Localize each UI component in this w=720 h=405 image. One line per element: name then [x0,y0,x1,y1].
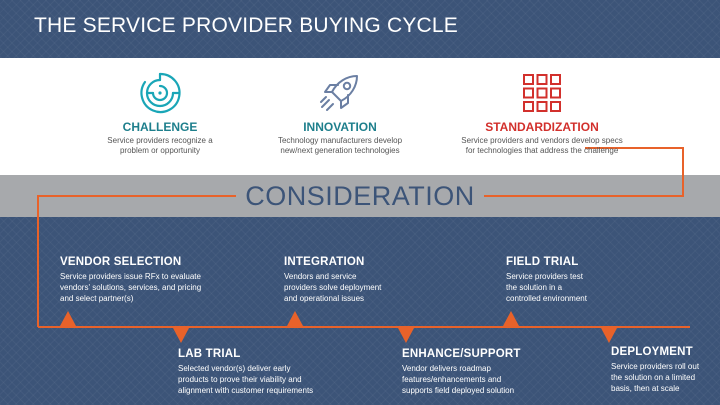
marker-enhance-support [398,328,414,343]
stage-desc-line: vendors' solutions, services, and pricin… [60,283,202,292]
stage-desc: Vendors and service providers solve depl… [284,271,424,304]
phase-title-standardization: STANDARDIZATION [485,120,599,134]
stage-desc-line: and select partner(s) [60,294,134,303]
stage-title: VENDOR SELECTION [60,256,182,268]
stage-desc-line: Service providers test [506,272,583,281]
stage-lab-trial: LAB TRIAL Selected vendor(s) deliver ear… [178,348,368,396]
phase-desc-line: for technologies that address the challe… [465,146,619,155]
grid-icon [523,74,561,112]
phase-standardization: STANDARDIZATION Service providers and ve… [444,70,640,156]
stage-title: FIELD TRIAL [506,256,579,268]
phase-desc-line: new/next generation technologies [280,146,400,155]
phase-desc-standardization: Service providers and vendors develop sp… [444,136,640,156]
stage-title: ENHANCE/SUPPORT [402,348,521,360]
stage-desc-line: alignment with customer requirements [178,386,314,395]
phase-desc-innovation: Technology manufacturers develop new/nex… [258,136,422,156]
stage-desc-line: the solution on a limited [611,373,696,382]
consideration-label: CONSIDERATION [236,177,484,215]
stage-desc-line: supports field deployed solution [402,386,515,395]
stage-integration: INTEGRATION Vendors and service provider… [284,256,424,304]
stage-desc-line: features/enhancements and [402,375,502,384]
stage-desc-line: and operational issues [284,294,365,303]
stage-vendor-selection: VENDOR SELECTION Service providers issue… [60,256,250,304]
phase-title-innovation: INNOVATION [303,120,377,134]
phase-challenge: CHALLENGE Service providers recognize a … [80,70,240,156]
page-title: THE SERVICE PROVIDER BUYING CYCLE [34,14,458,37]
stage-desc-line: Selected vendor(s) deliver early [178,364,291,373]
maze-icon [140,72,181,114]
stage-desc-line: providers solve deployment [284,283,382,292]
stage-desc-line: products to prove their viability and [178,375,302,384]
stage-desc-line: Service providers roll out [611,362,700,371]
marker-vendor-selection [60,311,76,326]
phase-desc-line: Service providers recognize a [107,136,213,145]
stage-desc: Service providers issue RFx to evaluate … [60,271,250,304]
stage-enhance-support: ENHANCE/SUPPORT Vendor delivers roadmap … [402,348,562,396]
stage-title: LAB TRIAL [178,348,241,360]
phase-title-challenge: CHALLENGE [122,120,198,134]
stage-deployment: DEPLOYMENT Service providers roll out th… [611,346,716,394]
stage-desc-line: controlled environment [506,294,587,303]
stage-desc: Service providers roll out the solution … [611,361,716,394]
marker-lab-trial [173,328,189,343]
rocket-icon [320,75,358,111]
stage-desc-line: the solution in a [506,283,563,292]
stage-desc: Selected vendor(s) deliver early product… [178,363,368,396]
marker-deployment [601,328,617,343]
phase-desc-line: Service providers and vendors develop sp… [461,136,623,145]
stage-field-trial: FIELD TRIAL Service providers test the s… [506,256,636,304]
phase-desc-line: Technology manufacturers develop [277,136,403,145]
stage-title: INTEGRATION [284,256,365,268]
phase-desc-line: problem or opportunity [119,146,201,155]
marker-integration [287,311,303,326]
marker-field-trial [503,311,519,326]
phase-innovation: INNOVATION Technology manufacturers deve… [258,70,422,156]
stage-desc-line: Service providers issue RFx to evaluate [60,272,201,281]
phase-desc-challenge: Service providers recognize a problem or… [80,136,240,156]
flow-line-top [484,147,684,197]
stage-desc: Service providers test the solution in a… [506,271,636,304]
flow-line-left [37,195,236,327]
stage-title: DEPLOYMENT [611,346,693,358]
stage-desc: Vendor delivers roadmap features/enhance… [402,363,562,396]
stage-desc-line: Vendor delivers roadmap [402,364,491,373]
stage-desc-line: basis, then at scale [611,384,680,393]
phases-band [0,58,720,175]
stage-desc-line: Vendors and service [284,272,357,281]
